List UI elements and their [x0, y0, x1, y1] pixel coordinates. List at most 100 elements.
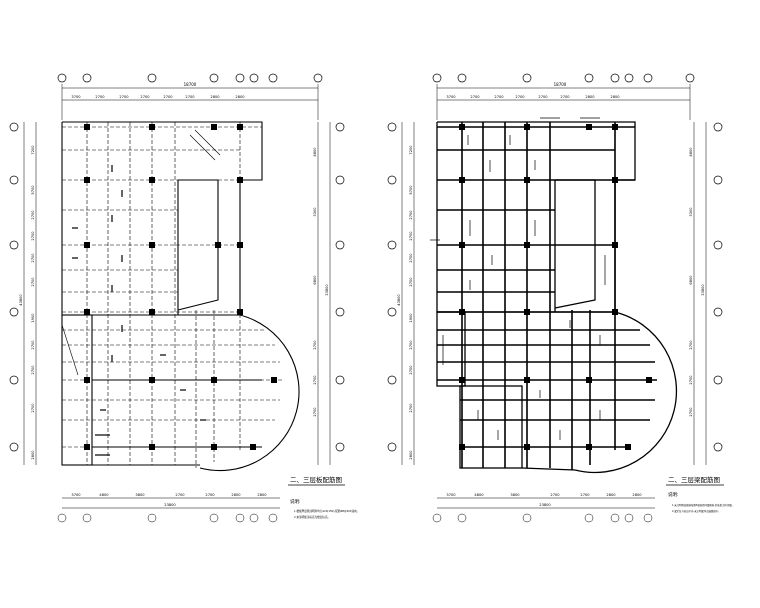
svg-text:23800: 23800	[539, 503, 551, 507]
notes-heading: 说明:	[668, 491, 679, 498]
svg-text:2700: 2700	[409, 403, 413, 413]
top-dimension-lines	[436, 84, 691, 120]
left-row-dimensions: 7200 5700 2700 2700 2700 2700 1900 2700 …	[397, 145, 413, 460]
svg-text:5700: 5700	[31, 185, 35, 195]
left-axis-bubbles	[9, 122, 19, 452]
svg-text:2800: 2800	[31, 450, 35, 460]
svg-text:33800: 33800	[701, 284, 705, 296]
svg-text:3300: 3300	[313, 207, 317, 217]
svg-text:2700: 2700	[470, 95, 480, 99]
top-dimension-lines	[61, 84, 319, 120]
right-bottom-dimension-labels: 3700 4800 3800 2700 2700 2800 2800 23800	[446, 493, 642, 507]
svg-text:33800: 33800	[325, 284, 329, 296]
svg-text:2700: 2700	[119, 95, 129, 99]
svg-text:2700: 2700	[31, 340, 35, 350]
svg-text:2700: 2700	[95, 95, 105, 99]
svg-text:2800: 2800	[235, 95, 245, 99]
drawing-title: 二、三层梁配筋图	[668, 475, 720, 484]
svg-text:2700: 2700	[494, 95, 504, 99]
svg-text:2700: 2700	[409, 340, 413, 350]
svg-text:5700: 5700	[409, 185, 413, 195]
svg-text:2700: 2700	[185, 95, 195, 99]
svg-text:2700: 2700	[163, 95, 173, 99]
top-axis-bubbles	[57, 73, 323, 83]
svg-text:2700: 2700	[205, 493, 215, 497]
svg-text:1900: 1900	[409, 313, 413, 323]
svg-text:2800: 2800	[210, 95, 220, 99]
svg-text:2800: 2800	[632, 493, 642, 497]
slab-reinforcement-plan: 18700 3700 2700 2700 2700 2700 2700 2800…	[9, 73, 345, 472]
svg-text:4800: 4800	[313, 147, 317, 157]
svg-text:2700: 2700	[140, 95, 150, 99]
stair-hatch	[61, 129, 221, 376]
top-total-dimension: 18700	[184, 82, 197, 87]
top-axis-bubbles	[432, 73, 695, 83]
beam-grid	[62, 122, 282, 468]
svg-text:2700: 2700	[689, 375, 693, 385]
svg-text:2700: 2700	[313, 375, 317, 385]
svg-text:2700: 2700	[580, 493, 590, 497]
svg-text:2700: 2700	[31, 210, 35, 220]
svg-text:2700: 2700	[31, 277, 35, 287]
svg-text:2700: 2700	[409, 365, 413, 375]
column-markers	[459, 124, 652, 450]
svg-text:2700: 2700	[409, 253, 413, 263]
beam-reinforcement-plan: 18700 3700 2700 2700 2700 2700 2700 2800…	[387, 73, 723, 474]
svg-text:2700: 2700	[175, 493, 185, 497]
left-title-block: 二、三层板配筋图 说明: 1.楼板厚度除注明外均为120(150),配筋Φ8@2…	[288, 475, 359, 519]
svg-text:3700: 3700	[71, 493, 81, 497]
left-dimension-lines	[401, 122, 707, 465]
drawing-title: 二、三层板配筋图	[290, 475, 342, 484]
svg-text:2700: 2700	[515, 95, 525, 99]
svg-text:2700: 2700	[31, 231, 35, 241]
svg-text:2800: 2800	[606, 493, 616, 497]
svg-text:2800: 2800	[585, 95, 595, 99]
svg-text:2700: 2700	[313, 407, 317, 417]
svg-text:3300: 3300	[689, 207, 693, 217]
note-line: 2.梁定位与柱边平齐,未注明梁均沿轴线居中。	[672, 509, 720, 513]
left-row-dimensions: 7200 5700 2700 2700 2700 2700 1900 2700 …	[19, 145, 35, 460]
svg-text:2700: 2700	[560, 95, 570, 99]
top-column-dimensions: 3700 2700 2700 2700 2700 2700 2800 2800	[446, 95, 620, 99]
svg-text:4800: 4800	[689, 147, 693, 157]
note-line: 1.楼板厚度除注明外均为120(150),配筋Φ8@200双向。	[294, 509, 359, 513]
left-bottom-dimension-labels: 3700 4800 3800 2700 2700 2800 2800 23800	[71, 493, 267, 507]
svg-text:2700: 2700	[31, 253, 35, 263]
beam-grid	[437, 122, 657, 470]
svg-text:2800: 2800	[610, 95, 620, 99]
right-row-dimensions: 4800 3300 6800 2700 2700 2700 33800	[313, 147, 329, 417]
svg-text:3800: 3800	[135, 493, 145, 497]
svg-text:4800: 4800	[474, 493, 484, 497]
left-axis-bubbles	[387, 122, 397, 452]
svg-text:2700: 2700	[538, 95, 548, 99]
svg-text:6800: 6800	[689, 275, 693, 285]
svg-text:2800: 2800	[257, 493, 267, 497]
svg-text:43800: 43800	[397, 294, 401, 306]
building-outline	[61, 121, 300, 472]
svg-text:3800: 3800	[510, 493, 520, 497]
svg-text:7200: 7200	[409, 145, 413, 155]
column-markers	[84, 124, 277, 450]
svg-text:3700: 3700	[446, 493, 456, 497]
svg-text:2700: 2700	[550, 493, 560, 497]
svg-text:7200: 7200	[31, 145, 35, 155]
svg-text:2700: 2700	[409, 210, 413, 220]
right-axis-bubbles	[335, 122, 345, 452]
right-axis-bubbles	[713, 122, 723, 452]
notes-heading: 说明:	[290, 498, 301, 505]
svg-text:3700: 3700	[71, 95, 81, 99]
svg-text:2700: 2700	[409, 231, 413, 241]
left-dimension-lines	[23, 122, 331, 465]
right-title-block: 二、三层梁配筋图 说明: 1.未注明附加箍筋每侧3根直径同梁箍筋,吊筋见大样详图…	[666, 475, 734, 513]
beam-annotations	[430, 117, 606, 440]
svg-text:4800: 4800	[99, 493, 109, 497]
svg-text:2700: 2700	[409, 277, 413, 287]
svg-text:2800: 2800	[409, 450, 413, 460]
svg-text:23800: 23800	[164, 503, 176, 507]
left-bottom-dimensions	[57, 497, 280, 523]
svg-text:2700: 2700	[689, 340, 693, 350]
right-bottom-dimensions	[432, 497, 655, 523]
svg-text:43800: 43800	[19, 294, 23, 306]
note-line: 2.未注明板顶标高为楼层标高。	[294, 515, 330, 519]
